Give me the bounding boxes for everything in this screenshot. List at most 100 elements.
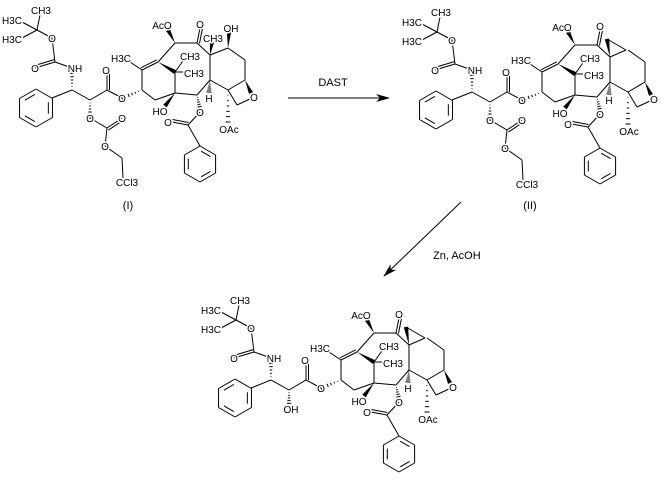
atom-label-o7: O — [101, 142, 109, 153]
hashed-bond — [625, 96, 631, 125]
atom-label-oac: OAc — [219, 125, 238, 136]
bond — [328, 351, 342, 361]
bond — [574, 59, 586, 75]
atom-label-o6: O — [518, 116, 526, 127]
wedge-bond — [158, 62, 177, 74]
bond — [218, 407, 236, 418]
bond — [451, 39, 456, 65]
hashed-bond — [225, 94, 231, 123]
atom-label-aco: AcO — [351, 311, 371, 322]
phenyl-ring — [19, 88, 53, 128]
wedge-bond — [245, 80, 253, 94]
bond — [234, 378, 252, 389]
bond — [471, 91, 491, 103]
bond — [187, 124, 201, 147]
bond — [421, 31, 438, 41]
bond — [184, 172, 201, 183]
atom-label-o10: O — [395, 398, 403, 409]
bond — [584, 147, 601, 158]
bond — [435, 90, 453, 101]
wedge-bond — [403, 326, 409, 345]
bond — [34, 61, 56, 69]
bond — [398, 435, 415, 446]
bond — [436, 31, 453, 41]
bond — [89, 89, 108, 101]
wedge-bond — [209, 41, 215, 55]
atom-label-o11: O — [363, 408, 371, 419]
hashed-bond — [469, 71, 475, 90]
bond — [504, 147, 523, 161]
bond — [434, 63, 456, 71]
bond — [184, 145, 201, 156]
hashed-bond — [69, 69, 75, 88]
hashed-bond — [319, 380, 339, 391]
phenyl-ring — [583, 147, 617, 185]
bond — [174, 57, 186, 73]
atom-label-aco: AcO — [152, 21, 172, 32]
bond — [398, 462, 415, 473]
atom-label-h3: H — [205, 94, 212, 105]
atom-label-ccl3: CCl3 — [116, 178, 139, 189]
atom-label-oh7: OH — [224, 24, 239, 35]
bond — [233, 351, 255, 359]
bond — [383, 462, 400, 473]
atom-label-ch3d: CH3 — [580, 54, 600, 65]
bond — [521, 159, 524, 181]
atom-label-h3ca: H3C — [2, 16, 22, 27]
bond — [19, 117, 37, 128]
bond — [600, 152, 611, 160]
phenyl-ring — [419, 90, 453, 130]
atom-label-o4: O — [118, 94, 126, 105]
atom-label-ch3a: CH3 — [230, 296, 250, 307]
bond — [250, 379, 272, 389]
bond — [636, 100, 651, 108]
bond — [571, 123, 589, 128]
wedge-bond — [357, 352, 376, 364]
hashed-bond — [268, 359, 274, 378]
bond — [235, 319, 252, 329]
bond — [223, 384, 235, 391]
bond — [200, 150, 211, 158]
bond — [171, 121, 189, 126]
atom-label-o12: O — [449, 383, 457, 394]
wedge-bond — [362, 383, 374, 398]
atom-label-o1: O — [448, 36, 456, 47]
atom-label-o12: O — [650, 95, 658, 106]
bond — [305, 379, 322, 389]
hashed-bond — [405, 371, 411, 383]
bond — [235, 304, 240, 321]
bond — [71, 89, 91, 101]
bond — [386, 414, 400, 437]
bond — [140, 59, 158, 69]
bond — [436, 16, 441, 33]
bond — [209, 79, 229, 91]
phenyl-ring — [382, 435, 416, 473]
bond — [454, 63, 473, 71]
bond — [353, 382, 375, 391]
atom-label-oh2: OH — [284, 405, 299, 416]
bond — [373, 347, 385, 363]
bond — [386, 401, 400, 416]
wedge-bond — [163, 93, 175, 108]
atom-label-ho1: HO — [352, 397, 367, 408]
bond — [106, 89, 123, 99]
bond — [408, 337, 426, 346]
bond — [421, 23, 438, 33]
atom-label-ccl3: CCl3 — [516, 180, 539, 191]
bond — [196, 27, 201, 44]
bond — [154, 92, 176, 101]
bond — [408, 369, 428, 381]
bond — [426, 337, 445, 351]
bond — [36, 29, 53, 39]
bond — [587, 126, 601, 149]
bond — [426, 369, 445, 381]
atom-label-o2: O — [230, 354, 238, 365]
atom-label-o4: O — [518, 96, 526, 107]
wedge-bond — [444, 370, 452, 384]
phenyl-ring — [218, 378, 252, 418]
bond — [36, 14, 41, 31]
bond — [121, 157, 124, 179]
bond — [609, 49, 627, 58]
